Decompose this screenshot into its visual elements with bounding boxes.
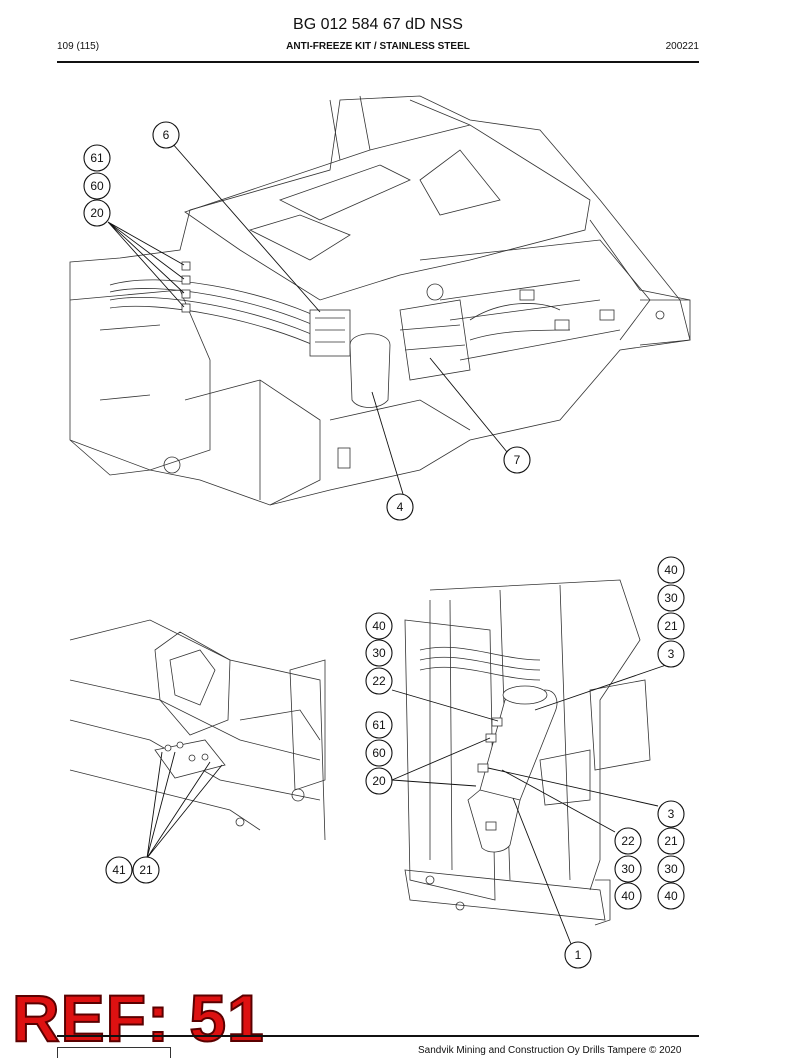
callout-1: 1 <box>564 941 592 969</box>
callout-3: 3 <box>657 640 685 668</box>
callout-41: 41 <box>105 856 133 884</box>
svg-text:20: 20 <box>90 206 104 220</box>
callout-30: 30 <box>365 639 393 667</box>
svg-text:60: 60 <box>372 746 386 760</box>
callout-22: 22 <box>614 827 642 855</box>
callout-30: 30 <box>614 855 642 883</box>
callout-6: 6 <box>152 121 180 149</box>
callout-30: 30 <box>657 584 685 612</box>
callout-61: 61 <box>365 711 393 739</box>
callout-7: 7 <box>503 446 531 474</box>
callout-20: 20 <box>83 199 111 227</box>
svg-text:61: 61 <box>372 718 386 732</box>
callout-21: 21 <box>657 827 685 855</box>
page-number: 109 (115) <box>57 41 100 52</box>
top-illustration <box>69 95 691 506</box>
svg-text:3: 3 <box>668 647 675 661</box>
svg-text:60: 60 <box>90 179 104 193</box>
callout-3: 3 <box>657 800 685 828</box>
callout-21: 21 <box>657 612 685 640</box>
svg-text:40: 40 <box>664 889 678 903</box>
svg-text:22: 22 <box>621 834 635 848</box>
callout-30: 30 <box>657 855 685 883</box>
svg-text:21: 21 <box>664 619 678 633</box>
svg-text:21: 21 <box>139 863 153 877</box>
callout-60: 60 <box>83 172 111 200</box>
svg-text:40: 40 <box>664 563 678 577</box>
callout-60: 60 <box>365 739 393 767</box>
svg-text:4: 4 <box>397 500 404 514</box>
callout-40: 40 <box>657 556 685 584</box>
svg-text:61: 61 <box>90 151 104 165</box>
svg-text:20: 20 <box>372 774 386 788</box>
svg-text:22: 22 <box>372 674 386 688</box>
header-rule <box>57 61 699 63</box>
page-title: ANTI-FREEZE KIT / STAINLESS STEEL <box>286 41 470 52</box>
callout-21: 21 <box>132 856 160 884</box>
ref-stamp: REF: 51 <box>11 980 265 1056</box>
svg-text:30: 30 <box>664 591 678 605</box>
copyright-notice: Sandvik Mining and Construction Oy Drill… <box>418 1045 682 1056</box>
svg-text:6: 6 <box>163 128 170 142</box>
bottom-right-illustration <box>404 579 651 926</box>
footer-rule <box>57 1035 699 1037</box>
callout-22: 22 <box>365 667 393 695</box>
svg-text:30: 30 <box>621 862 635 876</box>
revision-date: 200221 <box>665 41 699 52</box>
callout-4: 4 <box>386 493 414 521</box>
bottom-left-illustration <box>69 619 326 841</box>
svg-text:40: 40 <box>372 619 386 633</box>
svg-text:21: 21 <box>664 834 678 848</box>
svg-text:30: 30 <box>372 646 386 660</box>
svg-text:1: 1 <box>575 948 582 962</box>
callout-61: 61 <box>83 144 111 172</box>
document-number: BG 012 584 67 dD NSS <box>293 16 463 33</box>
callout-40: 40 <box>365 612 393 640</box>
svg-text:41: 41 <box>112 863 126 877</box>
svg-text:30: 30 <box>664 862 678 876</box>
svg-text:40: 40 <box>621 889 635 903</box>
callout-40: 40 <box>614 882 642 910</box>
svg-text:3: 3 <box>668 807 675 821</box>
callout-20: 20 <box>365 767 393 795</box>
callout-40: 40 <box>657 882 685 910</box>
svg-text:7: 7 <box>514 453 521 467</box>
